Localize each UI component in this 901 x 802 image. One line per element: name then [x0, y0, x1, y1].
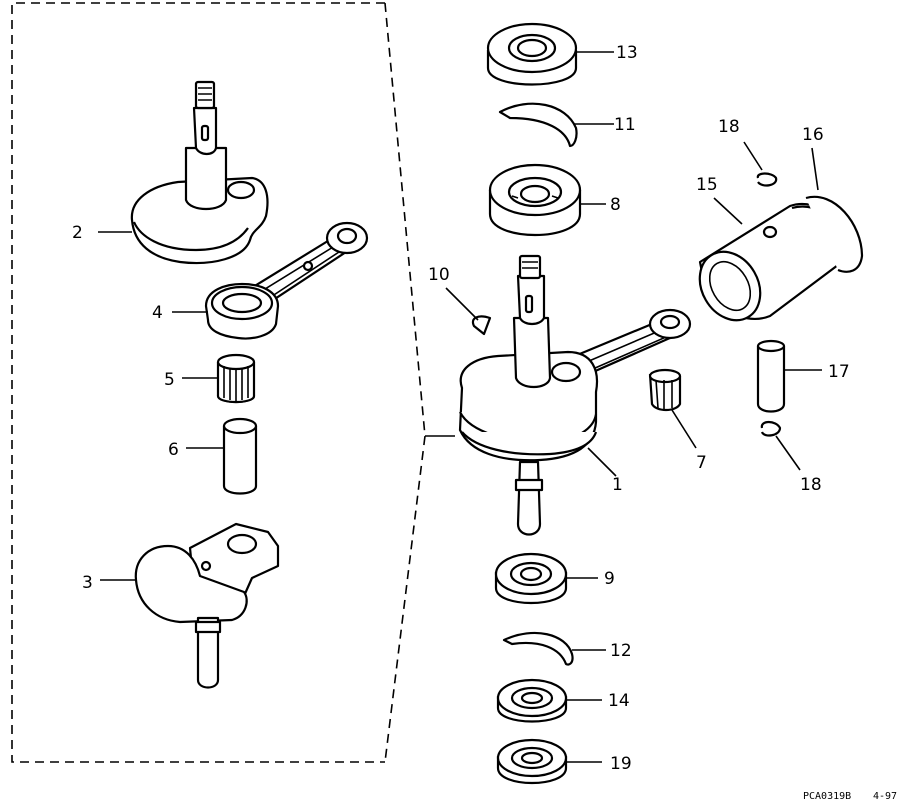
label-part-18-lower: 18	[800, 475, 822, 495]
label-part-4: 4	[152, 303, 163, 323]
label-part-17: 17	[828, 362, 850, 382]
lower-crank-half	[134, 522, 280, 689]
woodruff-key	[471, 315, 492, 336]
drawing-code: PCA0319B	[803, 791, 851, 802]
label-part-9: 9	[604, 569, 615, 589]
part-number-labels: 1 2 3 4 5 6 7 8 9 10 11 12 13 14 15 16 1…	[72, 43, 850, 774]
upper-crank-half	[130, 80, 269, 265]
crankshaft-assembly	[458, 254, 692, 536]
piston-assembly	[698, 195, 864, 322]
label-part-16: 16	[802, 125, 824, 145]
label-part-5: 5	[164, 370, 175, 390]
oil-seal	[486, 22, 578, 86]
label-part-2: 2	[72, 223, 83, 243]
bearing-14	[496, 678, 568, 723]
connecting-rod-detail	[204, 221, 369, 340]
needle-bearing-detail	[216, 353, 256, 404]
label-part-1: 1	[612, 475, 623, 495]
upper-ball-bearing	[488, 163, 582, 236]
label-part-8: 8	[610, 195, 621, 215]
label-part-11: 11	[614, 115, 636, 135]
leader-lines	[98, 51, 822, 763]
label-part-18-upper: 18	[718, 117, 740, 137]
label-part-10: 10	[428, 265, 450, 285]
label-part-15: 15	[696, 175, 718, 195]
retaining-ring-lower	[502, 631, 574, 666]
circlip-upper	[756, 172, 778, 187]
crankshaft-breakdown-frame	[11, 2, 455, 763]
circlip-lower	[760, 420, 782, 437]
crank-pin	[222, 417, 258, 495]
label-part-13: 13	[616, 43, 638, 63]
label-part-12: 12	[610, 641, 632, 661]
label-part-3: 3	[82, 573, 93, 593]
piston-pin	[756, 339, 786, 413]
lower-ball-bearing	[494, 552, 568, 604]
bearing-19	[496, 738, 568, 784]
small-needle-bearing	[648, 368, 682, 412]
retaining-ring-upper	[498, 102, 578, 148]
drawing-revision: 4-97	[873, 791, 897, 802]
label-part-7: 7	[696, 453, 707, 473]
label-part-19: 19	[610, 754, 632, 774]
label-part-14: 14	[608, 691, 630, 711]
label-part-6: 6	[168, 440, 179, 460]
